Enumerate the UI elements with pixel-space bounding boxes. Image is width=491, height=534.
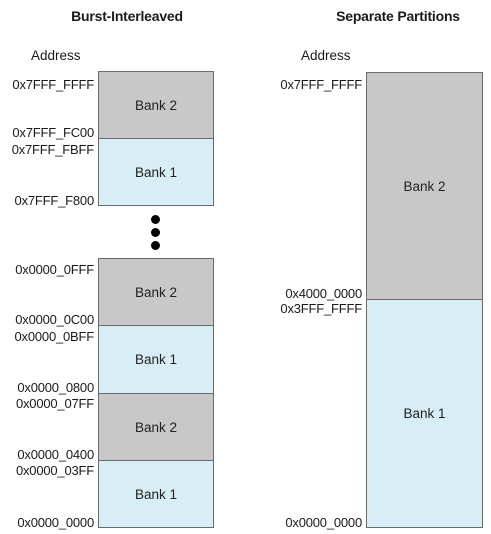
left-bottom-bank1-block: Bank 1: [98, 460, 214, 528]
bank-label: Bank 1: [134, 486, 178, 502]
address-label: 0x0000_0800: [17, 380, 94, 395]
left-top-bank2-block: Bank 2: [98, 71, 214, 139]
left-bottom-bank2-block: Bank 2: [98, 258, 214, 326]
address-label: 0x0000_0000: [285, 515, 362, 530]
address-label: 0x7FFF_FBFF: [11, 142, 95, 157]
burst-interleaved-title: Burst-Interleaved: [71, 8, 183, 24]
separate-partitions-title: Separate Partitions: [336, 8, 460, 24]
bank-label: Bank 2: [134, 97, 178, 113]
right-bank1-block: Bank 1: [366, 299, 483, 528]
bank-label: Bank 1: [403, 406, 446, 421]
address-label: 0x7FFF_F800: [14, 193, 95, 208]
bank-label: Bank 1: [134, 352, 178, 367]
bank-label: Bank 2: [134, 284, 178, 300]
bank-label: Bank 2: [134, 419, 178, 435]
address-label: 0x0000_0400: [17, 447, 94, 462]
address-label: 0x4000_0000: [285, 286, 362, 301]
ellipsis-dot: [151, 228, 160, 237]
bank-label: Bank 2: [403, 178, 446, 194]
bank-label: Bank 1: [134, 164, 178, 180]
address-label: 0x0000_03FF: [15, 463, 94, 478]
left-bottom-bank1-block: Bank 1: [98, 325, 214, 394]
ellipsis-dot: [151, 241, 160, 250]
right-bank2-block: Bank 2: [366, 72, 483, 300]
address-label: 0x0000_07FF: [15, 396, 94, 411]
address-label: 0x0000_0C00: [15, 312, 94, 327]
address-label: 0x7FFF_FFFF: [280, 77, 362, 92]
address-label: 0x7FFF_FC00: [12, 125, 94, 140]
left-address-header: Address: [31, 48, 81, 63]
left-top-bank1-block: Bank 1: [98, 138, 214, 206]
address-label: 0x7FFF_FFFF: [12, 77, 94, 92]
address-label: 0x3FFF_FFFF: [280, 301, 362, 316]
right-address-header: Address: [301, 48, 351, 63]
ellipsis-dot: [151, 215, 160, 224]
left-bottom-bank2-block: Bank 2: [98, 393, 214, 461]
address-label: 0x0000_0000: [17, 515, 94, 530]
address-label: 0x0000_0BFF: [14, 329, 95, 344]
address-label: 0x0000_0FFF: [15, 262, 94, 277]
